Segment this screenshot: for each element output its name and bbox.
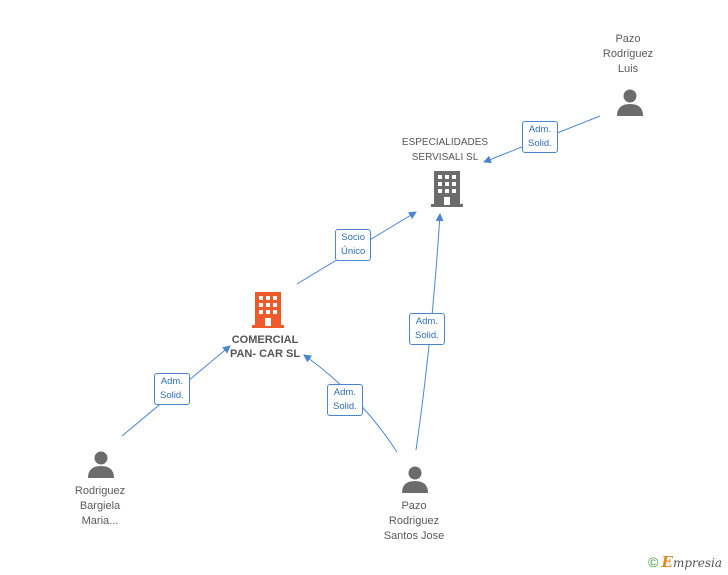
person-icon[interactable] (615, 88, 645, 116)
edge-label-socio-unico: Socio Único (335, 229, 372, 261)
edge-label-adm-solid-santos-comercial: Adm. Solid. (327, 384, 363, 416)
building-icon[interactable] (431, 171, 463, 207)
footer-brand[interactable]: © Empresia (648, 553, 722, 571)
empresia-logo: Empresia (661, 553, 723, 571)
building-icon[interactable] (252, 292, 284, 328)
node-label-comercial-pan-car[interactable]: COMERCIAL PAN- CAR SL (229, 334, 301, 360)
edge-label-adm-solid-luis: Adm. Solid. (522, 121, 558, 153)
node-label-rodriguez-bargiela[interactable]: Rodriguez Bargiela Maria... (74, 485, 126, 527)
edge-label-adm-solid-santos-especialidades: Adm. Solid. (409, 313, 445, 345)
node-label-especialidades-servisali[interactable]: ESPECIALIDADES SERVISALI SL (401, 137, 489, 163)
copyright-icon: © (648, 554, 659, 570)
person-icon[interactable] (86, 450, 116, 478)
node-label-pazo-rodriguez-luis[interactable]: Pazo Rodriguez Luis (602, 33, 654, 75)
node-label-pazo-rodriguez-santos[interactable]: Pazo Rodriguez Santos Jose (383, 500, 445, 542)
person-icon[interactable] (400, 465, 430, 493)
edge-label-adm-solid-bargiela: Adm. Solid. (154, 373, 190, 405)
